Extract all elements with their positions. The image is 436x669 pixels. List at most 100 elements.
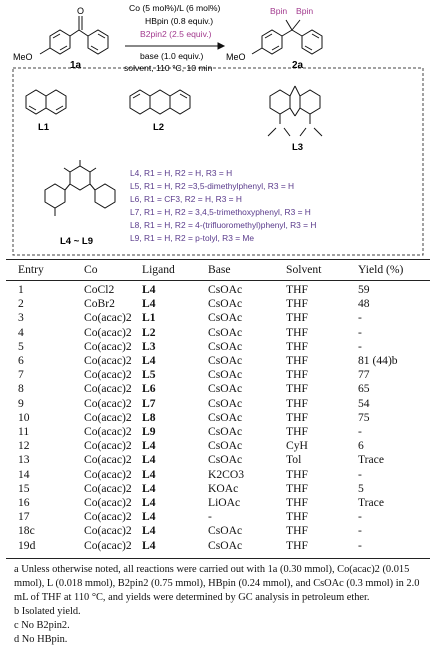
cell-ligand: L4 (142, 481, 156, 495)
cell-solvent: THF (286, 496, 308, 509)
cell-yield: 48 (358, 297, 370, 311)
cell-ligand: L4 (142, 354, 156, 367)
substrate-label: 1a (70, 60, 82, 71)
condition-line-5: solvent, 110 °C, 10 min (124, 63, 213, 73)
header-yield: Yield (%) (358, 263, 404, 276)
cell-ligand: L1 (142, 311, 156, 325)
cell-yield: 81 (44)b (358, 354, 398, 367)
footnote-d: d No HBpin. (14, 634, 68, 645)
header-solvent: Solvent (286, 263, 322, 276)
cell-entry: 3 (18, 311, 24, 325)
cell-base: KOAc (208, 481, 239, 495)
cell-entry: 12 (18, 439, 30, 453)
cell-co: Co(acac)2 (84, 311, 132, 325)
table-header: Entry Co Ligand Base Solvent Yield (%) (6, 263, 430, 277)
cell-base: CsOAc (208, 425, 243, 438)
header-entry: Entry (18, 263, 44, 276)
cell-base: CsOAc (208, 339, 243, 353)
header-base: Base (208, 263, 231, 276)
ligand-def-l7: L7, R1 = H, R2 = 3,4,5-trimethoxyphenyl,… (130, 207, 311, 217)
table-footnotes: a Unless otherwise noted, all reactions … (6, 563, 430, 647)
ligand-label-l2: L2 (153, 122, 164, 133)
cell-entry: 18c (18, 524, 35, 538)
cell-base: CsOAc (208, 283, 243, 296)
cell-base: CsOAc (208, 368, 243, 382)
condition-line-3: B2pin2 (2.5 equiv.) (140, 29, 212, 39)
cell-base: CsOAc (208, 538, 243, 552)
ligand-l1-structure (25, 89, 67, 115)
cell-entry: 11 (18, 425, 30, 438)
cell-yield: - (358, 339, 362, 353)
cell-co: Co(acac)2 (84, 524, 132, 538)
cell-ligand: L2 (142, 325, 156, 339)
cell-ligand: L4 (142, 283, 156, 296)
cell-yield: Trace (358, 453, 384, 467)
cell-co: Co(acac)2 (84, 325, 132, 339)
cell-yield: - (358, 325, 362, 339)
header-ligand: Ligand (142, 263, 175, 276)
cell-ligand: L4 (142, 538, 156, 552)
cell-co: Co(acac)2 (84, 339, 132, 353)
ligand-label-l3: L3 (292, 142, 303, 153)
cell-co: Co(acac)2 (84, 510, 132, 524)
cell-co: Co(acac)2 (84, 496, 132, 509)
substrate-methoxy: MeO (13, 52, 33, 62)
cell-entry: 16 (18, 496, 30, 509)
product-label: 2a (292, 60, 304, 71)
cell-ligand: L4 (142, 453, 156, 467)
product-bpin-right: Bpin (296, 6, 313, 16)
cell-yield: - (358, 425, 362, 438)
cell-solvent: THF (286, 339, 308, 353)
cell-yield: - (358, 311, 362, 325)
cell-co: Co(acac)2 (84, 481, 132, 495)
cell-co: Co(acac)2 (84, 368, 132, 382)
cell-yield: 5 (358, 481, 364, 495)
cell-solvent: THF (286, 524, 308, 538)
cell-solvent: CyH (286, 439, 308, 453)
footnote-a: a Unless otherwise noted, all reactions … (14, 564, 420, 603)
cell-yield: - (358, 538, 362, 552)
cell-yield: 65 (358, 382, 370, 396)
cell-solvent: THF (286, 425, 308, 438)
cell-co: Co(acac)2 (84, 410, 132, 424)
cell-solvent: THF (286, 481, 308, 495)
ligand-label-l4-l9: L4 ~ L9 (60, 236, 93, 247)
cell-entry: 4 (18, 325, 24, 339)
cell-solvent: THF (286, 311, 308, 325)
cell-base: CsOAc (208, 453, 243, 467)
reaction-scheme: MeO O 1a Co (5 mol%)/L (6 mol%) HBpin (0… (12, 3, 424, 256)
condition-line-2: HBpin (0.8 equiv.) (145, 16, 213, 26)
cell-yield: 6 (358, 439, 364, 453)
cell-base: CsOAc (208, 311, 243, 325)
cell-solvent: THF (286, 354, 308, 367)
cell-co: Co(acac)2 (84, 439, 132, 453)
cell-yield: 77 (358, 368, 370, 382)
cell-entry: 9 (18, 396, 24, 410)
ligand-def-l4: L4, R1 = H, R2 = H, R3 = H (130, 168, 232, 178)
cell-co: CoBr2 (84, 297, 115, 311)
cell-co: Co(acac)2 (84, 453, 132, 467)
ligand-terpyridine-structure (44, 160, 116, 216)
cell-solvent: Tol (286, 453, 302, 467)
cell-ligand: L4 (142, 439, 156, 453)
cell-entry: 19d (18, 538, 36, 552)
cell-base: CsOAc (208, 524, 243, 538)
cell-solvent: THF (286, 283, 308, 296)
cell-entry: 13 (18, 453, 30, 467)
cell-ligand: L9 (142, 425, 156, 438)
product-bpin-left: Bpin (270, 6, 287, 16)
cell-ligand: L4 (142, 524, 156, 538)
cell-ligand: L6 (142, 382, 156, 396)
cell-base: CsOAc (208, 354, 243, 367)
cell-entry: 14 (18, 467, 30, 481)
footnote-c: c No B2pin2. (14, 620, 70, 631)
